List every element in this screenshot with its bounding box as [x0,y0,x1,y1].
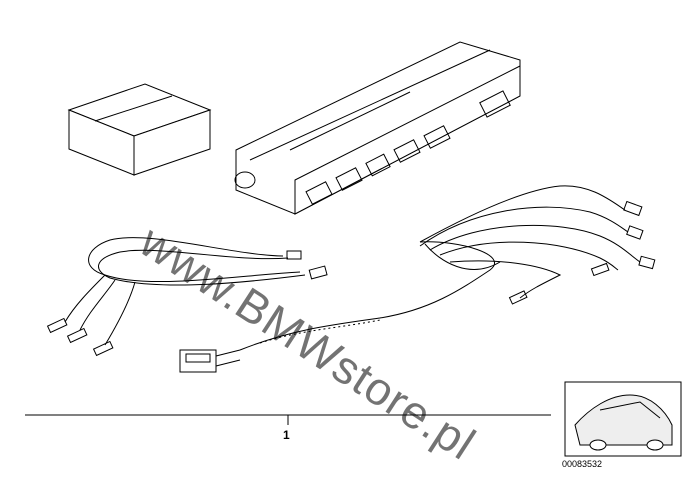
callout-number: 1 [283,428,290,442]
switch-panel [234,41,521,215]
packaging-box [67,83,212,176]
vehicle-thumbnail [564,381,682,457]
left-wiring-harness [46,237,328,357]
callout-leader [25,414,551,425]
right-wiring-harness [179,185,656,373]
image-id-label: 00083532 [562,459,603,469]
